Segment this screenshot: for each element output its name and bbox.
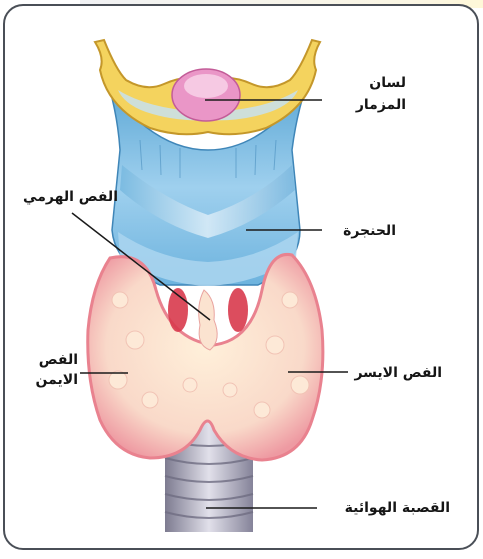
label-pyramidal-lobe: الفص الهرمي (18, 188, 118, 206)
label-larynx: الحنجرة (326, 222, 396, 240)
label-left-lobe: الفص الايسر (352, 364, 442, 382)
label-epiglottis: لسان المزمار (346, 72, 406, 116)
label-trachea: القصبة الهوائية (320, 499, 450, 517)
epiglottis-shape (172, 69, 240, 121)
label-right-lobe: الفص الايمن (28, 350, 78, 390)
